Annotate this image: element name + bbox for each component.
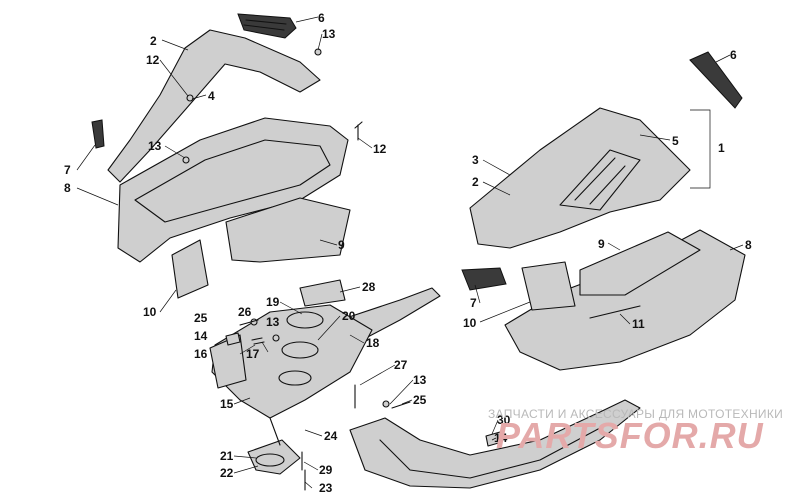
part-19-grommet bbox=[286, 311, 324, 329]
callout-13-mid: 13 bbox=[148, 139, 162, 153]
callout-21: 21 bbox=[220, 449, 234, 463]
callout-9-right: 9 bbox=[598, 237, 605, 251]
part-20-grommet bbox=[281, 341, 319, 359]
callout-14-left: 14 bbox=[194, 329, 208, 343]
leader-lines bbox=[76, 16, 744, 489]
callout-6-right: 6 bbox=[730, 48, 737, 62]
callout-5: 5 bbox=[672, 134, 679, 148]
callout-26: 26 bbox=[238, 305, 252, 319]
upper-left-hood-assembly bbox=[91, 13, 363, 299]
part-11-seal-strip bbox=[589, 305, 641, 319]
part-10-bracket-left bbox=[171, 239, 209, 299]
assembly-bracket-1 bbox=[690, 109, 711, 189]
part-14-clip-a bbox=[225, 332, 241, 346]
callout-numbers: 6 2 13 12 4 13 12 7 8 9 10 6 5 1 3 2 9 8… bbox=[64, 11, 752, 495]
callout-30: 30 bbox=[497, 413, 511, 427]
part-13-fastener-d bbox=[382, 400, 390, 408]
part-3-hood-cowl-right bbox=[469, 107, 691, 249]
callout-25-right: 25 bbox=[413, 393, 427, 407]
callout-27: 27 bbox=[394, 358, 408, 372]
callout-29: 29 bbox=[319, 463, 333, 477]
callout-20: 20 bbox=[342, 309, 356, 323]
callout-11: 11 bbox=[632, 317, 645, 331]
part-skid-plate bbox=[349, 399, 641, 489]
callout-6-left: 6 bbox=[318, 11, 325, 25]
callout-10-left: 10 bbox=[143, 305, 157, 319]
callout-24: 24 bbox=[324, 429, 338, 443]
callout-19: 19 bbox=[266, 295, 280, 309]
callout-12-left: 12 bbox=[146, 53, 160, 67]
callout-25-left: 25 bbox=[194, 311, 208, 325]
part-9-insulation-panel-right bbox=[579, 231, 701, 296]
callout-8-right: 8 bbox=[745, 238, 752, 252]
callout-2-left: 2 bbox=[150, 34, 157, 48]
callout-12-right: 12 bbox=[373, 142, 387, 156]
watermark: ЗАПЧАСТИ И АКСЕССУАРЫ ДЛЯ МОТОТЕХНИКИ PA… bbox=[488, 407, 783, 456]
part-6-vent-right bbox=[689, 51, 743, 109]
callout-28: 28 bbox=[362, 280, 376, 294]
lower-left-bellypan-assembly bbox=[209, 279, 441, 491]
callout-7-right: 7 bbox=[470, 296, 477, 310]
callout-10-right: 10 bbox=[463, 316, 477, 330]
callout-23: 23 bbox=[319, 481, 333, 495]
callout-7-left: 7 bbox=[64, 163, 71, 177]
callout-9-left: 9 bbox=[338, 238, 345, 252]
callout-3: 3 bbox=[472, 153, 479, 167]
part-4-fastener bbox=[186, 94, 194, 102]
part-2-hood-cowl-left bbox=[107, 29, 321, 183]
callout-14-right: 14 bbox=[494, 431, 508, 445]
callout-2-right: 2 bbox=[472, 175, 479, 189]
part-12-screw-a bbox=[354, 121, 363, 141]
part-7-trim-left bbox=[91, 119, 105, 149]
part-8-hood-body-left bbox=[117, 117, 349, 263]
callout-22: 22 bbox=[220, 466, 234, 480]
part-5-graphics-decal bbox=[559, 149, 641, 211]
callout-8-left: 8 bbox=[64, 181, 71, 195]
part-24-strap bbox=[269, 417, 281, 446]
part-28-cover bbox=[299, 279, 346, 307]
callout-13-top: 13 bbox=[322, 27, 336, 41]
callout-13-right: 13 bbox=[413, 373, 427, 387]
callout-15: 15 bbox=[220, 397, 234, 411]
part-25-screw-b bbox=[391, 401, 411, 409]
callout-16: 16 bbox=[194, 347, 208, 361]
part-21-lower-bracket bbox=[247, 439, 301, 475]
part-13-fastener-b bbox=[182, 156, 190, 164]
part-7-vent-right bbox=[461, 267, 507, 291]
callout-18: 18 bbox=[366, 336, 380, 350]
part-13-fastener-c bbox=[272, 334, 280, 342]
callout-4: 4 bbox=[208, 89, 215, 103]
callout-13-lower: 13 bbox=[266, 315, 280, 329]
part-grommet-lower bbox=[278, 370, 312, 386]
part-22-grommet bbox=[255, 453, 285, 467]
part-hood-inner-edge bbox=[134, 139, 331, 223]
watermark-logo: PARTSFOR.RU bbox=[496, 415, 764, 456]
watermark-caption: ЗАПЧАСТИ И АКСЕССУАРЫ ДЛЯ МОТОТЕХНИКИ bbox=[488, 407, 783, 421]
right-hood-assembly bbox=[461, 51, 746, 371]
part-10-bracket-right bbox=[521, 261, 576, 311]
part-9-insulation-panel-left bbox=[225, 197, 351, 263]
part-6-vent-left bbox=[237, 13, 297, 39]
part-25-screw-a bbox=[239, 319, 259, 326]
callout-1: 1 bbox=[718, 141, 725, 155]
callout-17: 17 bbox=[246, 347, 260, 361]
